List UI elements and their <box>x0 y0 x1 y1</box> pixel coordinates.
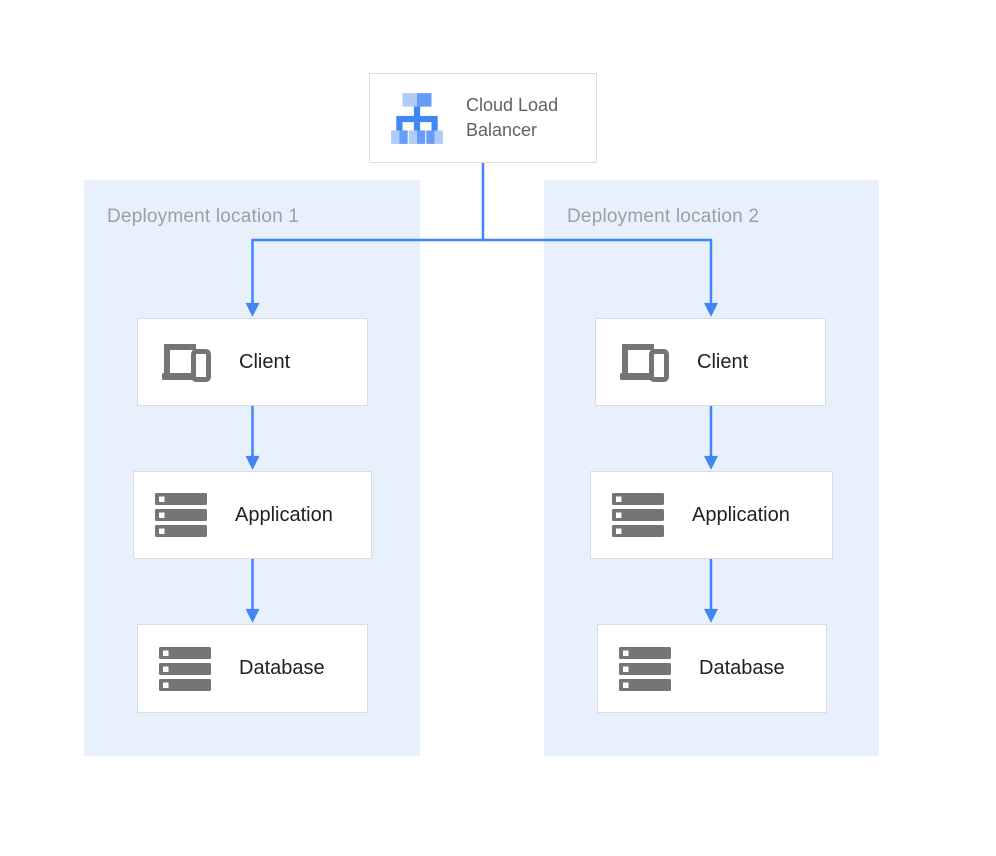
devices-icon <box>614 338 672 386</box>
node-label: Application <box>692 503 790 526</box>
node-client-1: Client <box>137 318 368 406</box>
node-label: Database <box>239 657 325 679</box>
node-label: Cloud Load Balancer <box>466 95 559 140</box>
server-stack-icon <box>152 493 210 537</box>
server-stack-icon <box>156 647 214 691</box>
cloud-load-balancer-icon <box>388 89 446 147</box>
node-cloud-load-balancer: Cloud Load Balancer <box>369 73 597 163</box>
node-label: Client <box>239 350 291 373</box>
node-label: Application <box>235 503 333 526</box>
node-label: Client <box>697 350 749 373</box>
node-client-2: Client <box>595 318 826 406</box>
server-stack-icon <box>609 493 667 537</box>
node-application-2: Application <box>590 471 833 559</box>
region-title: Deployment location 1 <box>107 206 300 227</box>
node-database-1: Database <box>137 624 368 713</box>
devices-icon <box>156 338 214 386</box>
node-database-2: Database <box>597 624 827 713</box>
server-stack-icon <box>616 647 674 691</box>
node-label: Database <box>699 657 785 679</box>
node-application-1: Application <box>133 471 372 559</box>
region-title: Deployment location 2 <box>567 206 760 227</box>
